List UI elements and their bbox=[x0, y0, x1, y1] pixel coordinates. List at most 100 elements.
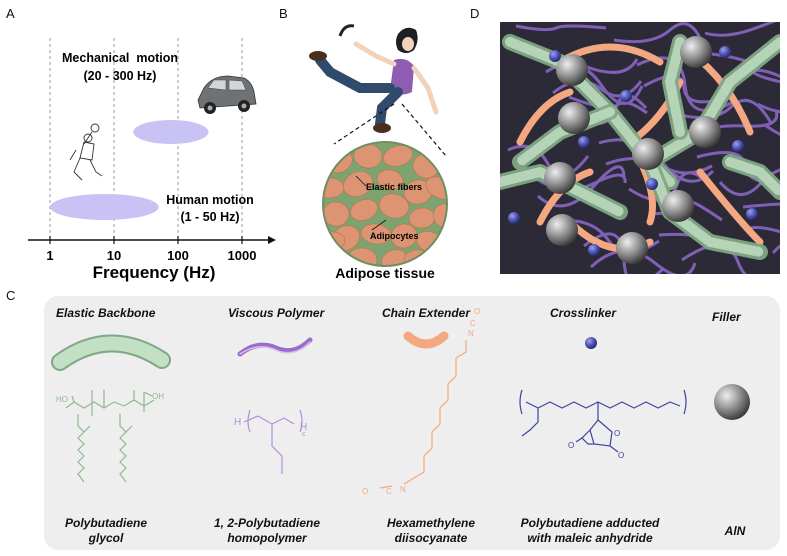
tick-marks bbox=[49, 236, 243, 244]
elastic-backbone-icon bbox=[51, 334, 171, 371]
component-title-chain-extender: Chain Extender bbox=[382, 306, 471, 320]
component-title-elastic-backbone: Elastic Backbone bbox=[56, 306, 156, 320]
filler-sphere bbox=[558, 102, 590, 134]
crosslinker-dot bbox=[588, 244, 600, 256]
extender-arc bbox=[696, 168, 764, 246]
human-motion-range: (1 - 50 Hz) bbox=[180, 210, 239, 224]
mechanical-motion-title: Mechanical motion bbox=[62, 51, 178, 65]
atom-label: N bbox=[468, 329, 474, 338]
tick-label: 1 bbox=[46, 248, 53, 263]
filler-sphere bbox=[616, 232, 648, 264]
car-icon bbox=[197, 75, 257, 114]
viscous-polymer-icon bbox=[237, 337, 313, 357]
backbone-fuzz bbox=[664, 37, 685, 137]
crosslinker-dot bbox=[620, 90, 632, 102]
filler-spheres bbox=[544, 36, 721, 264]
component-title-viscous-polymer: Viscous Polymer bbox=[228, 306, 325, 320]
filler-sphere bbox=[680, 36, 712, 68]
crosslinker-dot bbox=[578, 136, 590, 148]
structure-label-h-left: H bbox=[234, 417, 241, 428]
crosslinker-dot bbox=[508, 212, 520, 224]
name-line-1: Hexamethylene bbox=[386, 516, 476, 530]
viscous-strand bbox=[757, 102, 780, 114]
jumping-person-icon bbox=[309, 24, 439, 133]
extender-arc bbox=[516, 88, 574, 146]
maleic-anhydride-atoms: O O O bbox=[568, 429, 624, 460]
crosslinker-dot bbox=[549, 50, 561, 62]
elastic-fibers-label: Elastic fibers bbox=[366, 182, 422, 192]
viscous-strand bbox=[749, 226, 780, 234]
component-title-crosslinker: Crosslinker bbox=[550, 306, 617, 320]
tick-label: 10 bbox=[107, 248, 121, 263]
hdi-atoms: N C O N C O bbox=[362, 307, 480, 496]
crosslinker-dot bbox=[646, 178, 658, 190]
atom-label: O bbox=[474, 307, 480, 316]
viscous-strand bbox=[764, 123, 780, 136]
filler-sphere bbox=[689, 116, 721, 148]
name-line-2: with maleic anhydride bbox=[527, 531, 653, 545]
atom-label: C bbox=[386, 487, 392, 496]
viscous-strand bbox=[613, 22, 702, 44]
structure-label-oh: OH bbox=[152, 392, 164, 401]
name-line-1: 1, 2-Polybutadiene bbox=[213, 516, 321, 530]
viscous-strand bbox=[742, 202, 780, 209]
adipocyte-cell bbox=[390, 223, 418, 249]
mechanical-motion-range: (20 - 300 Hz) bbox=[84, 69, 157, 83]
backbone-fuzz bbox=[645, 157, 765, 257]
axis-label: Frequency (Hz) bbox=[93, 263, 216, 282]
hexamethylene-diisocyanate-structure bbox=[379, 340, 467, 489]
filler-sphere bbox=[546, 214, 578, 246]
structure-label-h-right: H bbox=[300, 422, 307, 433]
atom-label: O bbox=[362, 487, 368, 496]
adipocyte-cell bbox=[343, 171, 373, 197]
name-line-2: diisocyanate bbox=[394, 531, 468, 545]
basketball-player-icon bbox=[69, 123, 103, 181]
backbone-fuzz bbox=[725, 157, 780, 197]
filler-sphere bbox=[662, 190, 694, 222]
component-name-filler: AlN bbox=[724, 524, 746, 538]
adipocyte-cell bbox=[350, 199, 378, 221]
tick-label: 1000 bbox=[228, 248, 257, 263]
atom-label: O bbox=[568, 441, 574, 450]
viscous-strand bbox=[515, 24, 607, 32]
component-name-chain-extender: Hexamethylene diisocyanate bbox=[366, 516, 496, 546]
name-line-2: glycol bbox=[88, 531, 124, 545]
panel-label-a: A bbox=[6, 6, 15, 21]
backbone-fuzz bbox=[53, 336, 169, 369]
frequency-diagram: 1 10 100 1000 Frequency (Hz) Mechanical … bbox=[28, 38, 276, 282]
name-line-1: Polybutadiene adducted bbox=[520, 516, 660, 530]
filler-sphere bbox=[556, 54, 588, 86]
crosslinker-dot bbox=[732, 140, 744, 152]
atom-label: C bbox=[470, 319, 476, 328]
atom-label: O bbox=[614, 429, 620, 438]
component-name-crosslinker: Polybutadiene adducted with maleic anhyd… bbox=[500, 516, 680, 546]
structure-label-ho: HO bbox=[56, 395, 68, 404]
component-structures: HO OH H H c N C O N C O O bbox=[51, 307, 750, 496]
polybutadiene-maleic-anhydride-structure bbox=[519, 389, 687, 453]
component-name-elastic-backbone: Polybutadiene glycol bbox=[40, 516, 172, 546]
adipocyte-cells bbox=[323, 143, 447, 266]
viscous-strand bbox=[666, 98, 773, 124]
human-motion-title: Human motion bbox=[166, 193, 254, 207]
adipocyte-cell bbox=[376, 169, 404, 191]
filler-sphere bbox=[632, 138, 664, 170]
viscous-strand bbox=[568, 95, 648, 115]
crosslinker-dot bbox=[719, 46, 731, 58]
network-structure-illustration bbox=[500, 22, 780, 274]
viscous-strand bbox=[704, 22, 777, 37]
structure-label-c: c bbox=[302, 431, 306, 438]
crosslinker-dots bbox=[508, 46, 758, 256]
zoom-line-left bbox=[333, 103, 395, 145]
panel-label-c: C bbox=[6, 288, 16, 303]
backbone-fuzz bbox=[645, 37, 780, 167]
backbone-fuzz bbox=[515, 107, 615, 167]
axis-arrow-icon bbox=[268, 236, 276, 244]
mechanical-range-ellipse bbox=[133, 120, 209, 144]
tick-label: 100 bbox=[167, 248, 189, 263]
panel-label-d: D bbox=[470, 6, 480, 21]
adipocytes-label: Adipocytes bbox=[370, 231, 419, 241]
atom-label: N bbox=[400, 485, 406, 494]
atom-label: O bbox=[618, 451, 624, 460]
component-name-viscous-polymer: 1, 2-Polybutadiene homopolymer bbox=[192, 516, 342, 546]
adipose-tissue-caption: Adipose tissue bbox=[335, 265, 435, 281]
